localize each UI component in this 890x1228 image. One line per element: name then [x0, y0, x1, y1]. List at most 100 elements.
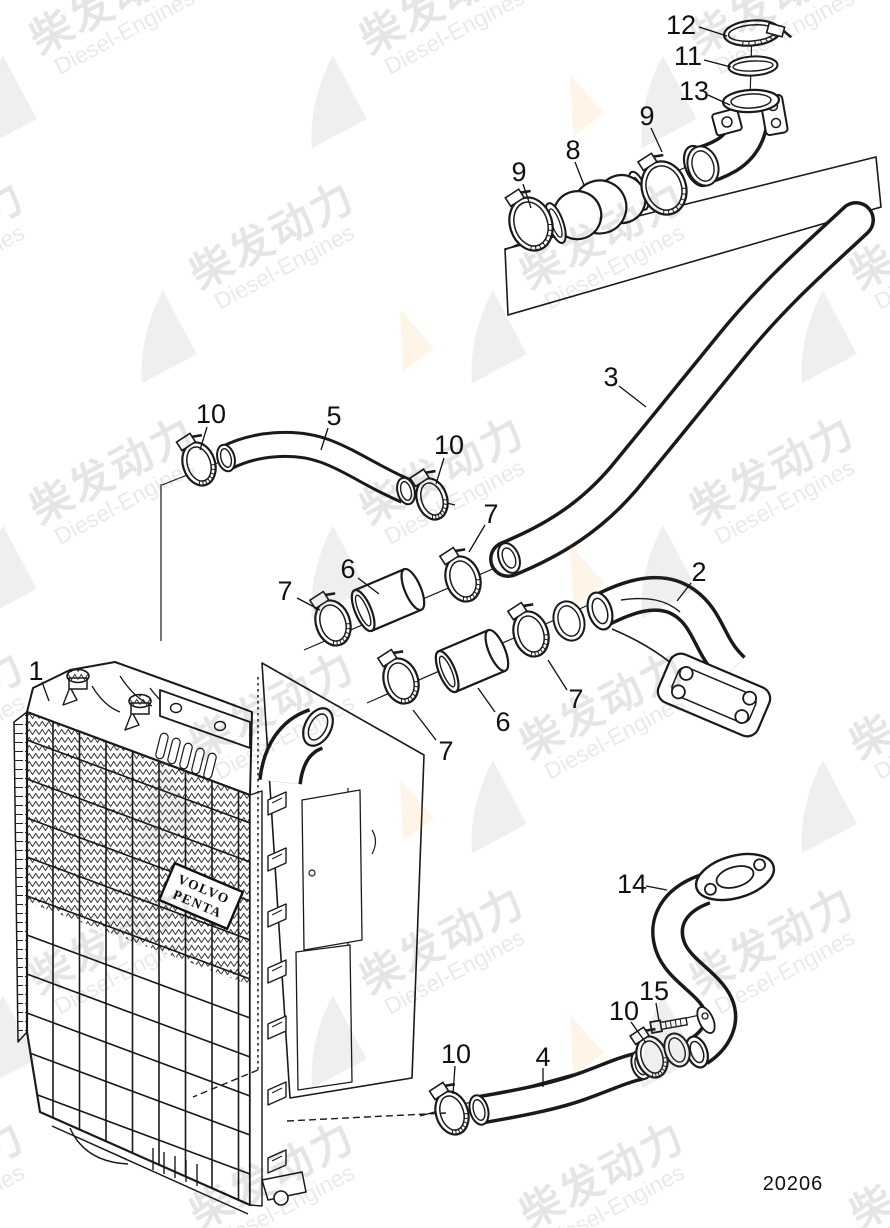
part-callout-15: 15: [639, 976, 669, 1022]
part-number: 7: [438, 736, 453, 766]
part-number: 6: [495, 707, 510, 737]
part-number: 5: [326, 401, 341, 431]
connector-pipe-6: [434, 628, 510, 694]
filler-fitting: [124, 693, 152, 731]
svg-text:Diesel-Engines: Diesel-Engines: [0, 219, 29, 315]
part-number: 7: [277, 576, 292, 606]
hose-clamp: [428, 1081, 470, 1136]
hose-clamp: [308, 590, 352, 647]
part-number: 8: [565, 135, 580, 165]
hose-3: [489, 201, 875, 578]
cooler-header-tank: [26, 661, 334, 796]
hose-clamp: [636, 152, 688, 216]
part-number: 6: [340, 554, 355, 584]
drawing-number: 20206: [762, 1173, 824, 1195]
hose-clamp: [504, 188, 554, 252]
hose-clamp: [376, 648, 420, 705]
frame-tab: [267, 959, 287, 984]
clamp-screw: [438, 546, 466, 566]
frame-tab: [267, 903, 287, 928]
part-callout-7: 7: [277, 576, 321, 611]
bellows-hose-8: [544, 170, 650, 244]
clamp-screw: [506, 601, 534, 621]
hose-ring: [686, 145, 720, 187]
part-number: 11: [674, 41, 702, 71]
header-slots: [155, 732, 217, 780]
part-callout-10: 10: [196, 399, 226, 451]
part-number: 13: [679, 76, 709, 106]
part-callout-5: 5: [320, 401, 342, 451]
hose-ring: [663, 1032, 691, 1068]
clamp-screw: [308, 590, 336, 610]
hose-4: [468, 1049, 652, 1126]
part-number: 9: [511, 157, 526, 187]
clamp-screw: [409, 468, 436, 488]
svg-text:Diesel-Engines: Diesel-Engines: [0, 1159, 29, 1228]
hose-clamp: [506, 601, 550, 658]
charge-air-cooler: VOLVO PENTA: [13, 661, 425, 1215]
o-ring: [727, 55, 779, 77]
cooler-frame-band: [249, 790, 263, 1207]
part-number: 10: [196, 399, 226, 429]
frame-tabs: [267, 791, 287, 1174]
part-number: 7: [483, 499, 498, 529]
part-callout-12: 12: [666, 10, 728, 40]
frame-tab: [267, 1149, 287, 1174]
part-number: 3: [603, 362, 618, 392]
frame-tab: [267, 791, 287, 816]
part-number: 4: [535, 1042, 550, 1072]
part-number: 14: [617, 869, 647, 899]
connector-pipe-6: [350, 567, 426, 633]
part-callout-9: 9: [639, 101, 663, 153]
part-callout-10: 10: [609, 996, 647, 1044]
svg-text:柴发动力: 柴发动力: [842, 641, 890, 769]
clamp-screw: [636, 152, 664, 172]
part-callout-8: 8: [565, 135, 585, 186]
hose-clamp: [629, 1026, 669, 1079]
part-callout-6: 6: [340, 554, 380, 595]
clamp-screw: [629, 1026, 656, 1046]
clamp-screw: [765, 22, 793, 39]
filler-fitting: [62, 668, 90, 706]
part-number: 15: [639, 976, 669, 1006]
hose-clamp: [409, 468, 449, 521]
part-callout-7: 7: [547, 659, 584, 714]
frame-tab: [267, 1015, 287, 1040]
hose-clamp: [438, 546, 482, 603]
part-callout-3: 3: [603, 362, 647, 408]
part-number: 7: [568, 684, 583, 714]
part-number: 10: [434, 430, 464, 460]
cooler-outlet-stub: [258, 707, 334, 786]
part-callout-10: 10: [434, 430, 464, 485]
cooler-grille: [25, 710, 252, 1215]
part-callout-9: 9: [511, 157, 532, 209]
part-callout-10: 10: [441, 1039, 471, 1095]
part-number: 10: [441, 1039, 471, 1069]
part-callout-4: 4: [535, 1042, 551, 1087]
part-callout-7: 7: [468, 499, 499, 553]
hose-clamp: [175, 432, 217, 487]
clamp-screw: [175, 432, 203, 452]
frame-tab: [267, 847, 287, 872]
part-number: 1: [28, 656, 43, 686]
construction-lines: [192, 677, 447, 1122]
part-callout-13: 13: [679, 76, 731, 106]
mounting-panel: [504, 156, 882, 317]
part-number: 10: [609, 996, 639, 1026]
part-callout-6: 6: [477, 687, 511, 737]
part-callout-7: 7: [412, 709, 454, 766]
cooler-foot: [261, 1171, 307, 1206]
part-callout-1: 1: [28, 656, 50, 702]
part-number: 9: [639, 101, 654, 131]
part-number: 12: [666, 10, 696, 40]
